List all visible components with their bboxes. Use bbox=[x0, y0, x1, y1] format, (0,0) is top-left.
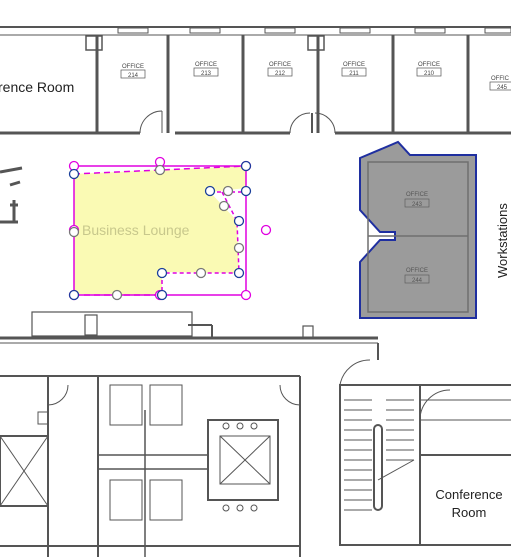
svg-text:210: 210 bbox=[424, 71, 435, 77]
svg-text:211: 211 bbox=[349, 71, 359, 77]
workstations-label: Workstations bbox=[495, 203, 510, 278]
office-labels: OFFICE 214 OFFICE 213 OFFICE 212 OFFICE … bbox=[120, 62, 511, 91]
vertex-handle[interactable] bbox=[240, 160, 252, 172]
svg-text:OFFICE: OFFICE bbox=[195, 62, 217, 68]
svg-text:Room: Room bbox=[452, 505, 487, 520]
svg-text:212: 212 bbox=[275, 71, 286, 77]
midpoint-handle[interactable] bbox=[233, 242, 245, 254]
middle-walls bbox=[0, 311, 379, 377]
conference-room-top-label: rence Room bbox=[0, 79, 74, 95]
vertex-handle[interactable] bbox=[68, 168, 80, 180]
vertex-handle[interactable] bbox=[156, 289, 168, 301]
vertex-handle[interactable] bbox=[233, 215, 245, 227]
midpoint-handle[interactable] bbox=[218, 200, 230, 212]
business-lounge-label: Business Lounge bbox=[82, 222, 190, 238]
top-walls bbox=[0, 26, 511, 135]
office-211: OFFICE 211 bbox=[341, 62, 367, 77]
svg-text:OFFIC: OFFIC bbox=[491, 76, 510, 82]
midpoint-handle[interactable] bbox=[68, 226, 80, 238]
svg-text:245: 245 bbox=[497, 85, 508, 91]
vertex-handle[interactable] bbox=[233, 267, 245, 279]
resize-handle-se[interactable] bbox=[240, 289, 252, 301]
left-wall-fragments bbox=[0, 166, 23, 224]
lounge-fill bbox=[74, 166, 246, 295]
vertex-handle[interactable] bbox=[240, 185, 252, 197]
svg-text:214: 214 bbox=[128, 73, 139, 79]
office-212: OFFICE 212 bbox=[267, 62, 293, 77]
svg-text:Conference: Conference bbox=[435, 487, 502, 502]
bottom-right-core bbox=[339, 359, 511, 546]
office-243-number: 243 bbox=[412, 202, 423, 208]
vertex-handle[interactable] bbox=[156, 267, 168, 279]
office-210: OFFICE 210 bbox=[416, 62, 442, 77]
business-lounge-zone[interactable]: Business Lounge bbox=[74, 166, 246, 295]
bottom-left-core bbox=[0, 376, 301, 557]
midpoint-handle[interactable] bbox=[111, 289, 123, 301]
office-244-number: 244 bbox=[412, 278, 423, 284]
selection-handles[interactable] bbox=[68, 156, 272, 301]
conference-room-bottom-label: Conference Room bbox=[435, 487, 502, 520]
workstation-zone[interactable]: OFFICE 243 OFFICE 244 bbox=[359, 140, 477, 319]
office-244-name: OFFICE bbox=[406, 268, 428, 274]
office-245: OFFIC 245 bbox=[489, 76, 511, 91]
midpoint-handle[interactable] bbox=[195, 267, 207, 279]
svg-text:OFFICE: OFFICE bbox=[343, 62, 365, 68]
office-214: OFFICE 214 bbox=[120, 64, 146, 79]
svg-text:OFFICE: OFFICE bbox=[418, 62, 440, 68]
svg-text:OFFICE: OFFICE bbox=[122, 64, 144, 70]
midpoint-handle[interactable] bbox=[154, 164, 166, 176]
vertex-handle[interactable] bbox=[204, 185, 216, 197]
svg-text:213: 213 bbox=[201, 71, 212, 77]
svg-text:OFFICE: OFFICE bbox=[269, 62, 291, 68]
office-243-name: OFFICE bbox=[406, 192, 428, 198]
resize-handle-e[interactable] bbox=[260, 224, 272, 236]
office-213: OFFICE 213 bbox=[193, 62, 219, 77]
midpoint-handle[interactable] bbox=[222, 185, 234, 197]
vertex-handle[interactable] bbox=[68, 289, 80, 301]
